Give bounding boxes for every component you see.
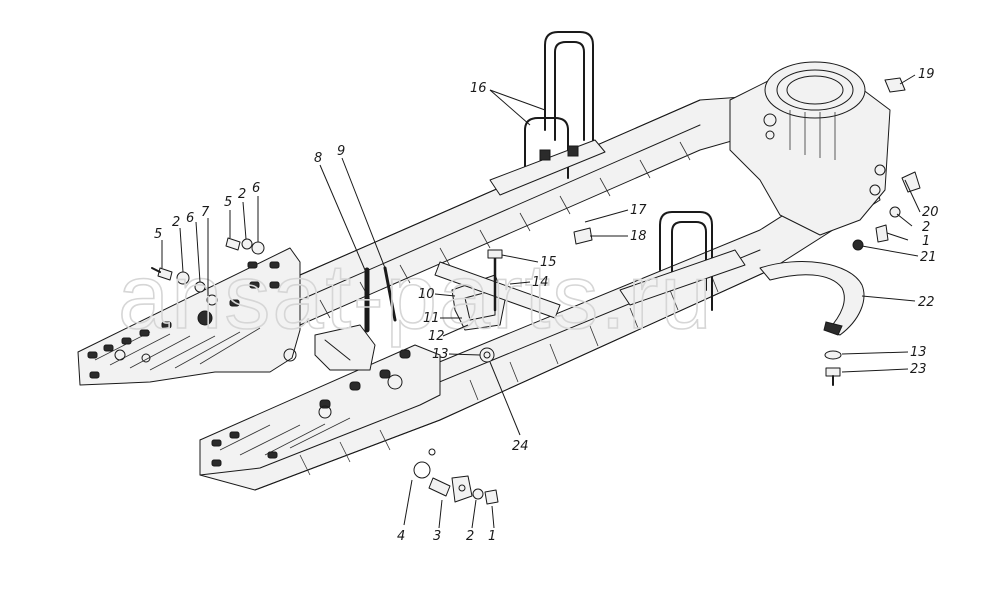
callout-11: 11 xyxy=(423,311,440,326)
callout-19: 19 xyxy=(918,67,935,82)
curved-bracket xyxy=(759,261,865,336)
upper-longitudinal-beam xyxy=(299,94,771,326)
callout-24: 24 xyxy=(512,439,529,454)
callout-8: 8 xyxy=(314,151,322,166)
callout-7: 7 xyxy=(201,205,210,220)
callout-22: 22 xyxy=(918,295,935,310)
callout-14: 14 xyxy=(532,275,549,290)
cross-member-bracket xyxy=(314,324,376,371)
watermark-text: ansat-parts.ru xyxy=(118,246,714,348)
u-bolt-lower xyxy=(619,211,746,311)
callout-5-left: 5 xyxy=(154,227,162,242)
callout-10: 10 xyxy=(418,287,435,302)
rear-axle-housing xyxy=(729,61,891,236)
callout-1-right: 1 xyxy=(922,234,930,249)
callout-13-center: 13 xyxy=(432,347,449,362)
pins xyxy=(364,266,397,333)
callout-3: 3 xyxy=(433,529,441,544)
fastener-group-left xyxy=(151,237,265,326)
callout-18: 18 xyxy=(630,229,647,244)
callout-20: 20 xyxy=(922,205,939,220)
callout-17: 17 xyxy=(630,203,647,218)
callout-23: 23 xyxy=(910,362,927,377)
callout-2-upper: 2 xyxy=(238,187,246,202)
spring-bracket xyxy=(434,249,561,331)
callout-4: 4 xyxy=(397,529,405,544)
callout-2-bottom: 2 xyxy=(466,529,474,544)
fastener-group-right xyxy=(824,77,921,386)
callout-2-right: 2 xyxy=(922,220,930,235)
callout-labels: 16 19 8 9 17 18 20 2 1 21 15 14 10 11 12… xyxy=(154,67,939,544)
callout-13-right: 13 xyxy=(910,345,927,360)
callout-12: 12 xyxy=(428,329,445,344)
callout-5-upper: 5 xyxy=(224,195,232,210)
callout-9: 9 xyxy=(337,144,345,159)
fastener-group-bottom xyxy=(428,227,593,505)
callout-21: 21 xyxy=(920,250,937,265)
left-front-plate xyxy=(199,344,441,476)
callout-16: 16 xyxy=(470,81,487,96)
callout-15: 15 xyxy=(540,255,557,270)
callout-6-upper: 6 xyxy=(252,181,260,196)
callout-6-left: 6 xyxy=(186,211,194,226)
u-bolt-upper xyxy=(489,31,606,196)
leader-lines xyxy=(161,74,921,529)
callout-1-bottom: 1 xyxy=(488,529,496,544)
callout-2-left: 2 xyxy=(172,215,180,230)
left-rear-plate xyxy=(77,247,301,386)
